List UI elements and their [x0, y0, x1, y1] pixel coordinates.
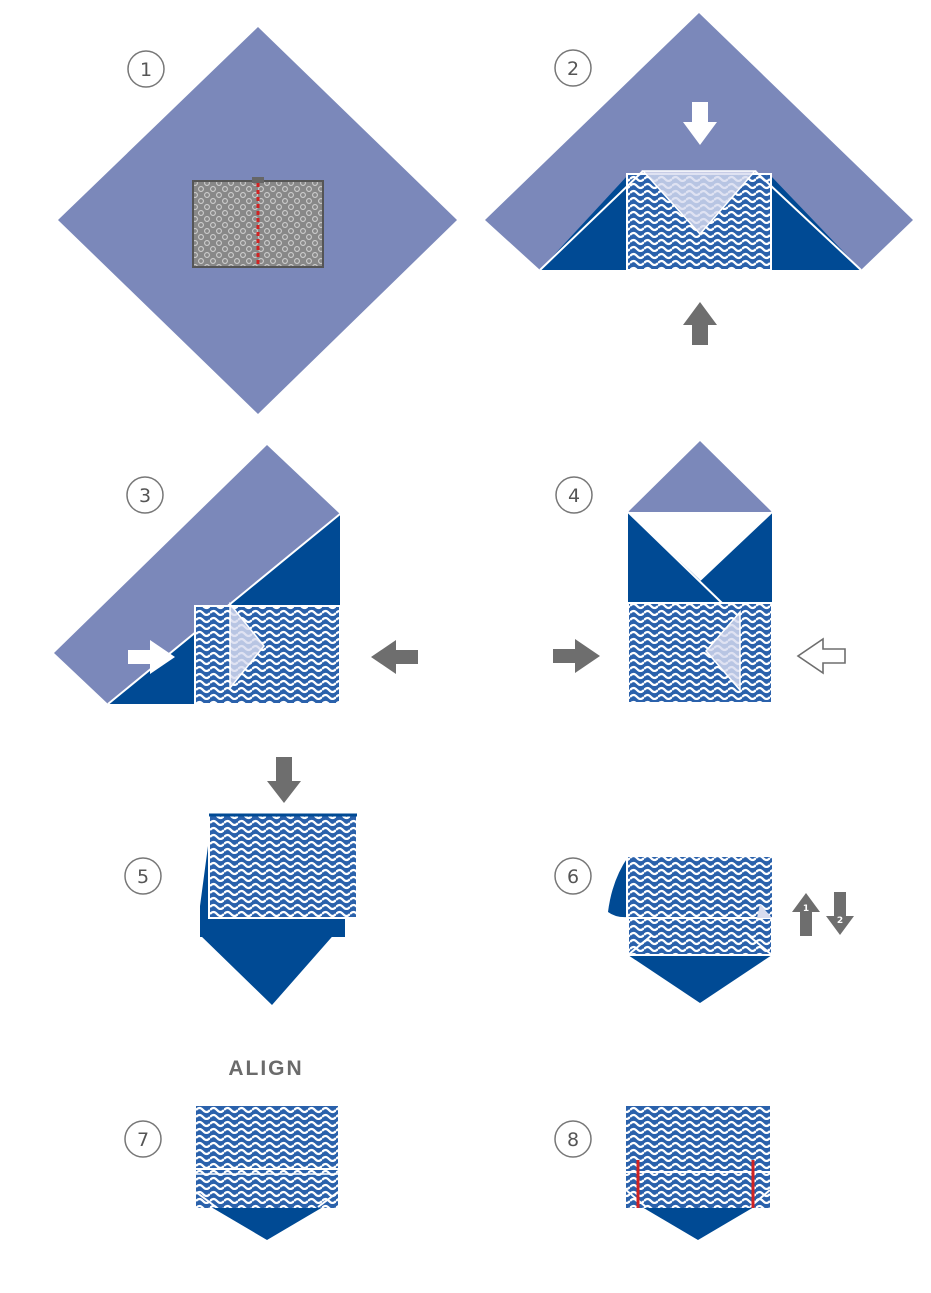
- folded-corner: [229, 601, 265, 691]
- pattern-fabric: [208, 813, 358, 919]
- inner-fabric-right: [700, 512, 772, 603]
- step-2-number: 2: [567, 58, 579, 80]
- step-5-badge: [124, 857, 162, 895]
- fabric-back: [200, 816, 345, 937]
- inner-fabric: [642, 1207, 754, 1240]
- inner-fabric-right: [770, 175, 861, 270]
- step-8-badge: [554, 1120, 592, 1158]
- folded-corner: [641, 170, 757, 236]
- fold-line: [627, 511, 723, 604]
- arrow-up-icon: [792, 893, 820, 936]
- inner-fabric-left: [540, 175, 628, 270]
- step-5-number: 5: [137, 866, 149, 888]
- arrow-right-icon: [553, 639, 600, 673]
- fold-line: [195, 1191, 217, 1208]
- step-7-number: 7: [137, 1129, 149, 1151]
- arrow-right-icon: [128, 640, 175, 674]
- arrow-1-label: 1: [803, 904, 809, 914]
- outer-fabric: [54, 445, 340, 704]
- arrow-down-icon: [267, 757, 301, 803]
- step-6-badge: [554, 857, 592, 895]
- step-2: 2: [485, 13, 913, 345]
- step-7: 7 ALIGN: [124, 1057, 339, 1240]
- arrow-up-icon: [683, 302, 717, 345]
- outer-fabric: [628, 441, 772, 512]
- step-6: 6 1 2: [554, 855, 854, 1003]
- step-7-badge: [124, 1120, 162, 1158]
- pattern-fabric: [196, 1106, 338, 1208]
- folded-corner: [705, 609, 741, 693]
- arrow-2-label: 2: [837, 916, 843, 926]
- step-4-number: 4: [568, 485, 580, 507]
- fold-line: [699, 511, 773, 581]
- pattern-fabric: [194, 605, 341, 705]
- outline-arrow-left-icon: [796, 637, 846, 675]
- step-4: 4: [553, 441, 846, 704]
- card-gray: [192, 180, 324, 268]
- fold-line: [627, 934, 653, 956]
- inner-fabric-left: [628, 512, 700, 603]
- pattern-fabric: [627, 602, 773, 704]
- step-5: 5: [124, 757, 358, 1005]
- fold-line: [317, 1191, 339, 1208]
- fabric-flap: [608, 857, 628, 918]
- fold-line: [625, 1189, 647, 1208]
- step-6-number: 6: [567, 866, 579, 888]
- card-tab: [252, 177, 264, 183]
- step-8-number: 8: [567, 1129, 579, 1151]
- step-3-number: 3: [139, 485, 151, 507]
- step-1: 1: [58, 27, 457, 414]
- step-3: 3: [54, 445, 418, 705]
- arrow-down-icon: [683, 102, 717, 145]
- step-1-number: 1: [140, 59, 152, 81]
- step-8: 8: [554, 1106, 771, 1240]
- step-1-badge: [127, 50, 165, 88]
- inner-fabric: [200, 922, 345, 1005]
- fold-line: [747, 934, 773, 956]
- step-4-badge: [555, 476, 593, 514]
- arrow-down-icon: [826, 892, 854, 935]
- align-caption: ALIGN: [228, 1057, 303, 1080]
- pattern-fabric: [626, 1106, 770, 1208]
- step-2-badge: [554, 49, 592, 87]
- fold-line: [539, 170, 644, 271]
- inner-fabric: [211, 1207, 323, 1240]
- fold-line: [754, 170, 862, 271]
- arrow-left-icon: [371, 640, 418, 674]
- inner-fabric: [628, 955, 772, 1003]
- folded-corner: [757, 904, 772, 918]
- pattern-fabric-top: [626, 855, 774, 919]
- step-3-badge: [126, 476, 164, 514]
